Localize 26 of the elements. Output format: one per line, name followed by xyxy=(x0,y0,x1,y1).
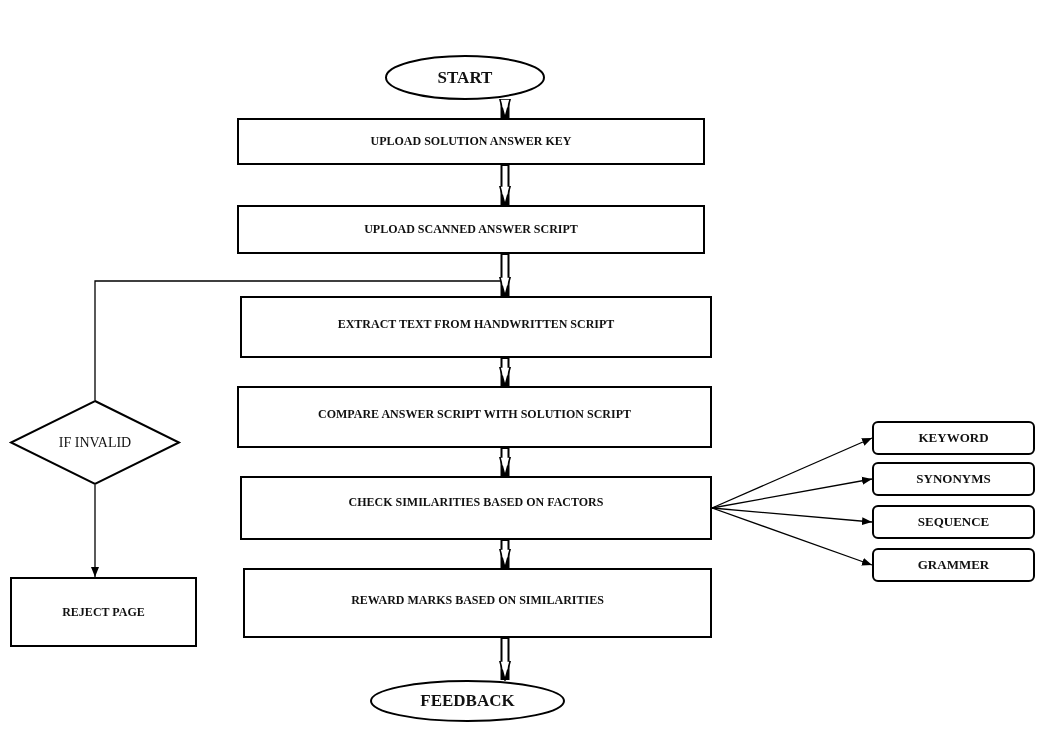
node-label: KEYWORD xyxy=(918,430,989,446)
node-label: UPLOAD SOLUTION ANSWER KEY xyxy=(370,134,572,149)
node-label: SYNONYMS xyxy=(916,471,991,487)
node-label: CHECK SIMILARITIES BASED ON FACTORS xyxy=(348,494,604,510)
node-label: COMPARE ANSWER SCRIPT WITH SOLUTION SCRIPT xyxy=(317,406,632,422)
node-label: REJECT PAGE xyxy=(62,604,145,620)
block-arrow xyxy=(499,540,511,569)
block-arrow xyxy=(499,448,511,477)
arrow xyxy=(91,484,99,578)
arrow xyxy=(711,507,873,526)
block-arrow xyxy=(499,98,511,119)
block-arrow xyxy=(499,254,511,297)
node-label: UPLOAD SCANNED ANSWER SCRIPT xyxy=(364,222,578,237)
node-label: IF INVALID xyxy=(58,434,132,451)
arrow xyxy=(711,507,873,566)
node-label: GRAMMER xyxy=(917,557,990,573)
arrow xyxy=(711,476,873,509)
node-label: SEQUENCE xyxy=(917,514,990,530)
node-label: START xyxy=(437,67,493,88)
block-arrow xyxy=(499,638,511,681)
block-arrow xyxy=(499,358,511,387)
node-label: REWARD MARKS BASED ON SIMILARITIES xyxy=(351,592,604,608)
node-label: EXTRACT TEXT FROM HANDWRITTEN SCRIPT xyxy=(337,316,615,332)
block-arrow xyxy=(499,165,511,206)
node-label: FEEDBACK xyxy=(420,691,515,711)
arrow xyxy=(711,437,873,509)
